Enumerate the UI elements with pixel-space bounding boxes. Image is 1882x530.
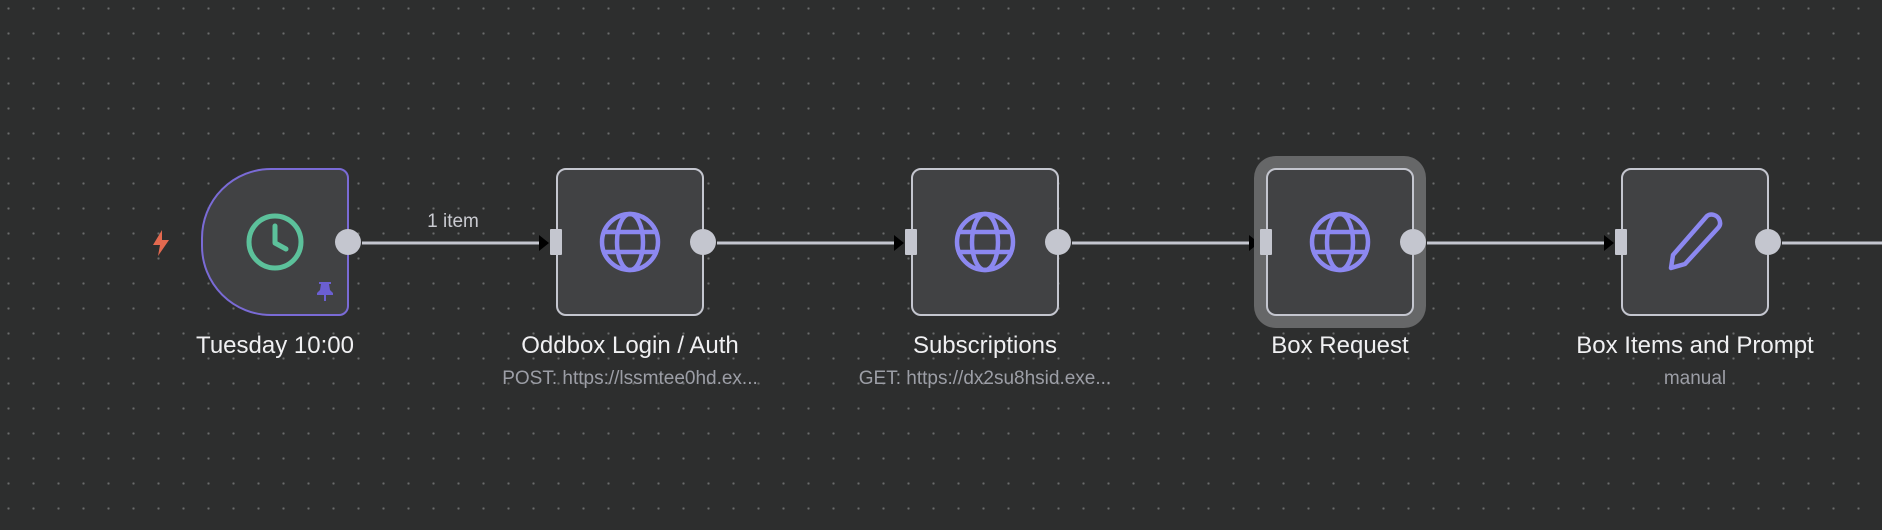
pencil-icon <box>1668 212 1723 271</box>
globe-icon <box>1309 211 1371 273</box>
globe-icon <box>599 211 661 273</box>
arrowhead <box>1249 235 1259 251</box>
output-handle[interactable] <box>1400 229 1426 255</box>
input-handle[interactable] <box>1615 229 1627 255</box>
node-label: Box Request <box>1271 332 1409 359</box>
input-handle[interactable] <box>905 229 917 255</box>
node-subtitle: GET: https://dx2su8hsid.exe... <box>858 368 1112 389</box>
edge-item-count-label: 1 item <box>427 211 479 232</box>
node-label: Subscriptions <box>912 332 1058 359</box>
arrowhead <box>539 235 549 251</box>
lightning-bolt-icon[interactable] <box>148 228 174 258</box>
output-handle[interactable] <box>335 229 361 255</box>
output-handle[interactable] <box>690 229 716 255</box>
node-subscriptions[interactable] <box>905 168 1071 316</box>
node-label: Box Items and Prompt <box>1576 332 1814 359</box>
node-tuesday-trigger[interactable] <box>201 168 361 316</box>
input-handle[interactable] <box>1260 229 1272 255</box>
node-box-items-and-prompt[interactable] <box>1615 168 1781 316</box>
node-oddbox-login[interactable] <box>550 168 716 316</box>
output-handle[interactable] <box>1755 229 1781 255</box>
node-box-request[interactable] <box>1260 168 1426 316</box>
clock-icon <box>246 213 304 271</box>
pin-icon <box>317 282 333 301</box>
input-handle[interactable] <box>550 229 562 255</box>
arrowhead <box>1604 235 1614 251</box>
node-subtitle: manual <box>1663 368 1727 389</box>
arrowhead <box>894 235 904 251</box>
globe-icon <box>954 211 1016 273</box>
node-label: Tuesday 10:00 <box>196 332 354 359</box>
node-label: Oddbox Login / Auth <box>521 332 739 359</box>
output-handle[interactable] <box>1045 229 1071 255</box>
node-subtitle: POST: https://lssmtee0hd.ex... <box>502 368 758 389</box>
